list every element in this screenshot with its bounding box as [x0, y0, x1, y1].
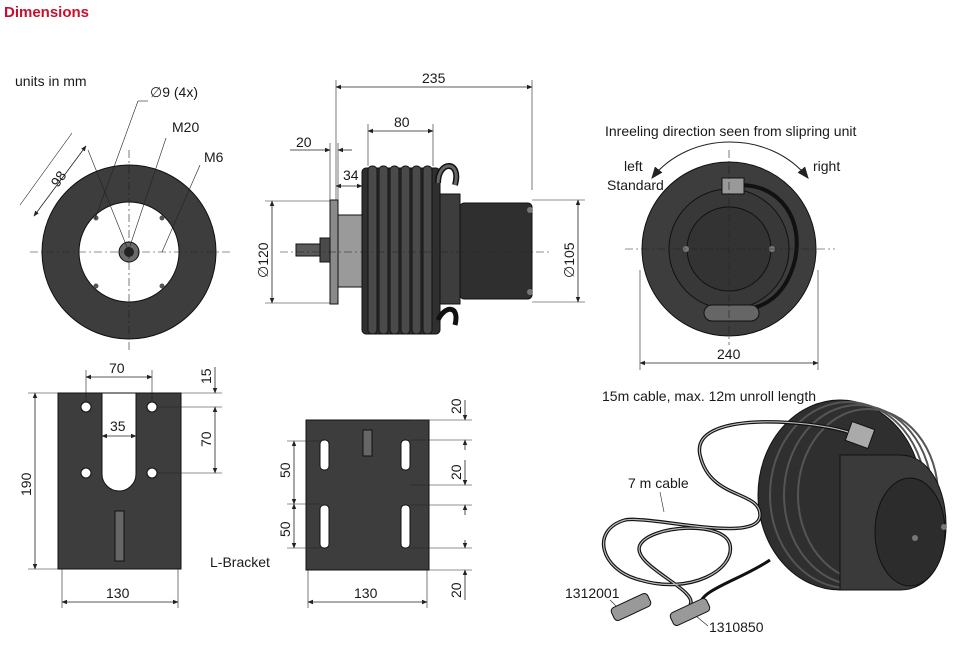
bracket-a-top-offset: 15: [198, 368, 214, 384]
shaft-offset-label: 34: [343, 167, 359, 183]
bracket-a: 70 35 190 15 70 130: [18, 360, 222, 608]
right-label: right: [813, 158, 840, 174]
bracket-b-spacing2: 50: [277, 521, 293, 537]
bracket-b-dim-mid: 20: [448, 464, 464, 480]
part-b-label: 1310850: [709, 619, 764, 635]
thread2-label: M6: [204, 149, 224, 165]
slipring-housing: [459, 202, 533, 300]
bracket-b-spacing1: 50: [277, 462, 293, 478]
mount-hole: [93, 283, 99, 289]
connector-1310850: [669, 598, 711, 626]
mount-hole: [93, 215, 99, 221]
radius-dim-label: 98: [47, 168, 69, 190]
bracket-b-bottom-width: 130: [354, 585, 378, 601]
mount-hole: [159, 215, 165, 221]
body-diameter-label: ∅120: [255, 242, 271, 278]
cable-caption: 15m cable, max. 12m unroll length: [602, 388, 816, 404]
thread-label: M20: [172, 119, 199, 135]
bracket-a-hole-spacing: 70: [198, 431, 214, 447]
flange-offset-label: 20: [296, 134, 312, 150]
housing-diameter-label: ∅105: [561, 242, 577, 278]
overall-length-label: 235: [422, 70, 446, 86]
short-cable-label: 7 m cable: [628, 475, 689, 491]
side-view: 235 80 20 34 ∅120 ∅105: [255, 70, 585, 335]
part-a-label: 1312001: [565, 585, 620, 601]
rear-width-label: 240: [717, 346, 741, 362]
connector-1312001: [610, 593, 652, 621]
bracket-a-bottom-width: 130: [106, 585, 130, 601]
bracket-b: 50 50 20 20 20 130 L-Bracket: [210, 398, 472, 608]
reel-width-label: 80: [394, 114, 410, 130]
rear-view: Inreeling direction seen from slipring u…: [605, 123, 856, 370]
left-label: left: [624, 158, 643, 174]
bracket-a-top-width: 70: [109, 360, 125, 376]
perspective-view: 15m cable, max. 12m unroll length 7 m ca…: [565, 388, 947, 635]
bracket-b-name: L-Bracket: [210, 554, 270, 570]
direction-caption: Inreeling direction seen from slipring u…: [605, 123, 856, 139]
hole-label: ∅9 (4x): [150, 84, 198, 100]
bracket-a-height: 190: [18, 472, 34, 496]
page-title: Dimensions: [4, 4, 89, 21]
units-note: units in mm: [15, 73, 87, 89]
mount-hole: [159, 283, 165, 289]
front-view: ∅9 (4x) M20 M6 98: [19, 84, 232, 350]
bracket-b-dim-top: 20: [448, 398, 464, 414]
standard-label: Standard: [607, 177, 664, 193]
bracket-a-slot-width: 35: [110, 418, 126, 434]
bracket-b-dim-bottom: 20: [448, 582, 464, 598]
